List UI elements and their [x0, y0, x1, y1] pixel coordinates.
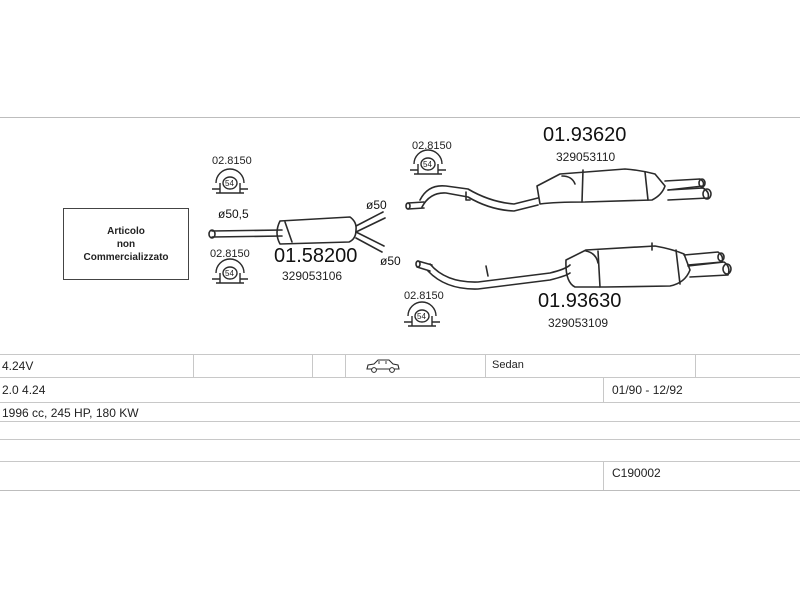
table-divider	[345, 354, 346, 377]
clamp-size-label: 54	[225, 269, 234, 278]
note-line: Commercializzato	[83, 251, 169, 263]
table-divider	[485, 354, 486, 377]
clamp-part-number: 02.8150	[404, 290, 444, 302]
upper-rear-muffler-part-number: 01.93620	[543, 124, 627, 146]
sedan-car-icon	[366, 359, 400, 373]
clamp-size-label: 54	[423, 160, 432, 169]
table-divider	[0, 421, 800, 422]
clamp-icon	[410, 149, 446, 175]
clamp-size-label: 54	[225, 179, 234, 188]
lower-rear-muffler-reference: 329053109	[548, 316, 609, 330]
table-divider	[0, 354, 800, 355]
catalog-code-label: C190002	[612, 466, 661, 480]
clamp-part-number: 02.8150	[212, 155, 252, 167]
clamp-icon	[212, 258, 248, 284]
inlet-diameter-label: ø50,5	[218, 207, 249, 221]
center-muffler-part-number: 01.58200	[274, 245, 358, 267]
center-muffler-reference: 329053106	[282, 269, 343, 283]
table-divider	[0, 402, 800, 403]
table-divider	[603, 377, 604, 402]
body-type-label: Sedan	[492, 359, 524, 371]
clamp-icon	[404, 301, 440, 327]
lower-rear-assembly	[427, 242, 732, 290]
clamp-part-number: 02.8150	[210, 248, 250, 260]
upper-rear-muffler-reference: 329053110	[556, 150, 616, 164]
engine-label: 2.0 4.24	[2, 383, 46, 397]
table-divider	[312, 354, 313, 377]
center-muffler	[276, 216, 357, 245]
table-divider	[0, 377, 800, 378]
upper-rear-assembly	[419, 168, 712, 212]
production-years-label: 01/90 - 12/92	[612, 383, 683, 397]
engine-specs-label: 1996 cc, 245 HP, 180 KW	[2, 406, 139, 420]
table-divider	[193, 354, 194, 377]
not-commercialized-note: Articolo non Commercializzato	[63, 208, 189, 280]
clamp-size-label: 54	[417, 312, 426, 321]
table-divider	[0, 439, 800, 440]
exhaust-diagram: 54 54 54 54 02.8150 02.8150 02.8150 02.8…	[0, 118, 800, 473]
upper-diameter-label: ø50	[366, 198, 387, 212]
exhaust-drawing	[208, 149, 732, 327]
note-line: Articolo	[107, 225, 145, 237]
model-label: 4.24V	[2, 359, 34, 373]
clamp-icon	[212, 168, 248, 194]
note-line: non	[116, 238, 136, 250]
table-divider	[695, 354, 696, 377]
table-divider	[0, 461, 800, 462]
table-divider	[603, 461, 604, 490]
clamp-part-number: 02.8150	[412, 140, 452, 152]
lower-rear-muffler-part-number: 01.93630	[538, 290, 622, 312]
inlet-pipe	[208, 229, 283, 239]
lower-diameter-label: ø50	[380, 254, 401, 268]
exhaust-system-panel: 54 54 54 54 02.8150 02.8150 02.8150 02.8…	[0, 117, 800, 491]
